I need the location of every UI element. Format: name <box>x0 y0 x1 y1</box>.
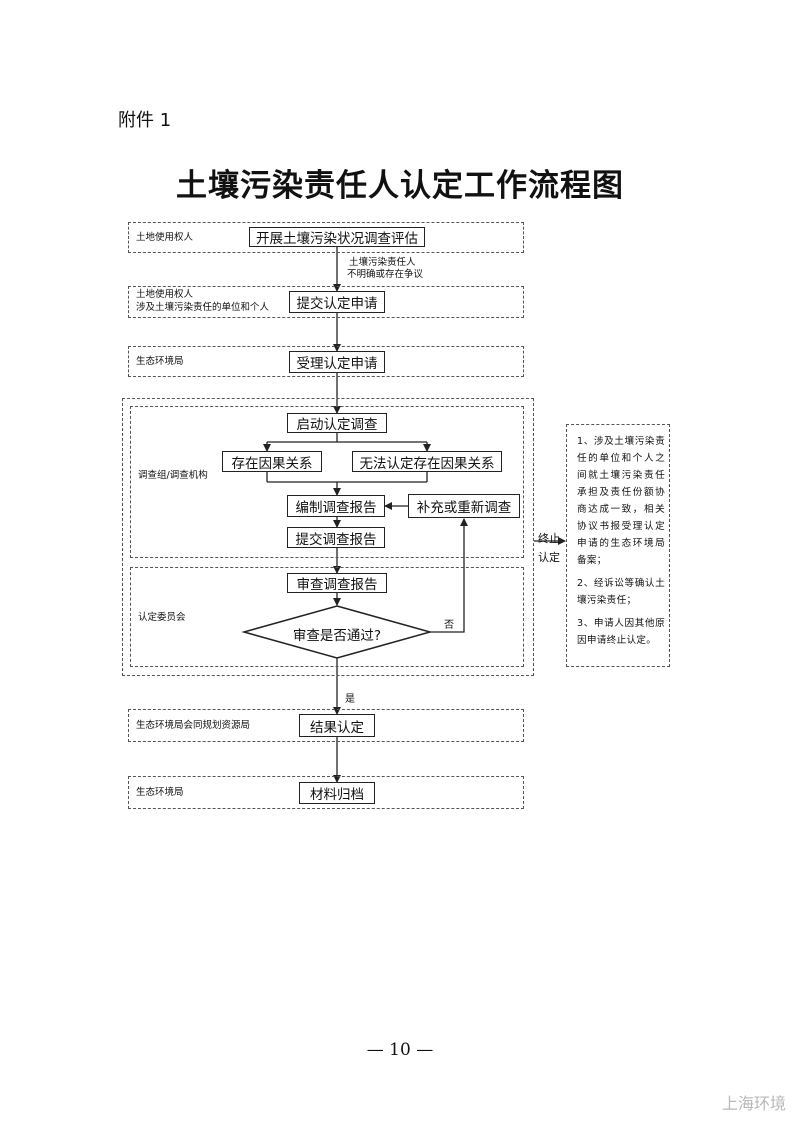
step-submit-report: 提交调查报告 <box>287 527 385 548</box>
page-number: — 10 — <box>366 1040 434 1060</box>
condition-label-line1: 土壤污染责任人 <box>349 257 416 268</box>
lane-label-committee: 认定委员会 <box>138 612 186 623</box>
no-label: 否 <box>444 620 454 631</box>
lane-eco-planning <box>128 709 524 742</box>
step-result-determination: 结果认定 <box>299 714 375 737</box>
decision-label: 审查是否通过? <box>292 628 382 644</box>
step-review-report: 审查调查报告 <box>287 573 387 593</box>
lane-label-applicants-2: 涉及土壤污染责任的单位和个人 <box>136 302 270 313</box>
page-title: 土壤污染责任人认定工作流程图 <box>176 168 624 204</box>
step-supplement-investigation: 补充或重新调查 <box>408 494 520 518</box>
step-archive-materials: 材料归档 <box>299 782 375 804</box>
step-causality-undetermined: 无法认定存在因果关系 <box>352 451 502 472</box>
termination-item: 1、涉及土壤污染责任的单位和个人之间就土壤污染责任承担及责任份额协商达成一致，相… <box>577 436 665 566</box>
step-compile-report: 编制调查报告 <box>287 495 385 517</box>
lane-label-applicants-1: 土地使用权人 <box>136 289 194 300</box>
lane-eco-archive <box>128 776 524 809</box>
step-launch-investigation: 启动认定调查 <box>287 413 387 433</box>
step-accept-application: 受理认定申请 <box>289 351 385 373</box>
step-causality-exists: 存在因果关系 <box>222 451 322 472</box>
lane-label-eco-archive: 生态环境局 <box>136 787 184 798</box>
lane-applicants <box>128 286 524 318</box>
condition-label-line2: 不明确或存在争议 <box>347 269 424 280</box>
lane-investigation-outer <box>122 398 534 676</box>
lane-label-investigation-team: 调查组/调查机构 <box>138 470 208 481</box>
yes-label: 是 <box>345 694 355 705</box>
lane-land-user <box>128 222 524 253</box>
lane-label-land-user: 土地使用权人 <box>136 232 194 243</box>
step-start-survey: 开展土壤污染状况调查评估 <box>249 227 425 247</box>
termination-item: 2、经诉讼等确认土壤污染责任； <box>577 578 665 606</box>
lane-label-eco-bureau: 生态环境局 <box>136 356 184 367</box>
termination-item: 3、申请人因其他原因申请终止认定。 <box>577 618 665 646</box>
watermark: 上海环境 <box>721 1094 786 1113</box>
step-submit-application: 提交认定申请 <box>289 291 385 313</box>
lane-investigation-team <box>130 406 524 558</box>
lane-label-eco-planning: 生态环境局会同规划资源局 <box>136 720 251 731</box>
terminate-label-1: 终止 <box>538 532 560 545</box>
terminate-label-2: 认定 <box>538 551 560 564</box>
lane-committee <box>130 567 524 667</box>
termination-conditions: 1、涉及土壤污染责任的单位和个人之间就土壤污染责任承担及责任份额协商达成一致，相… <box>566 424 670 667</box>
attachment-label: 附件 1 <box>118 110 172 131</box>
lane-eco-bureau <box>128 346 524 377</box>
